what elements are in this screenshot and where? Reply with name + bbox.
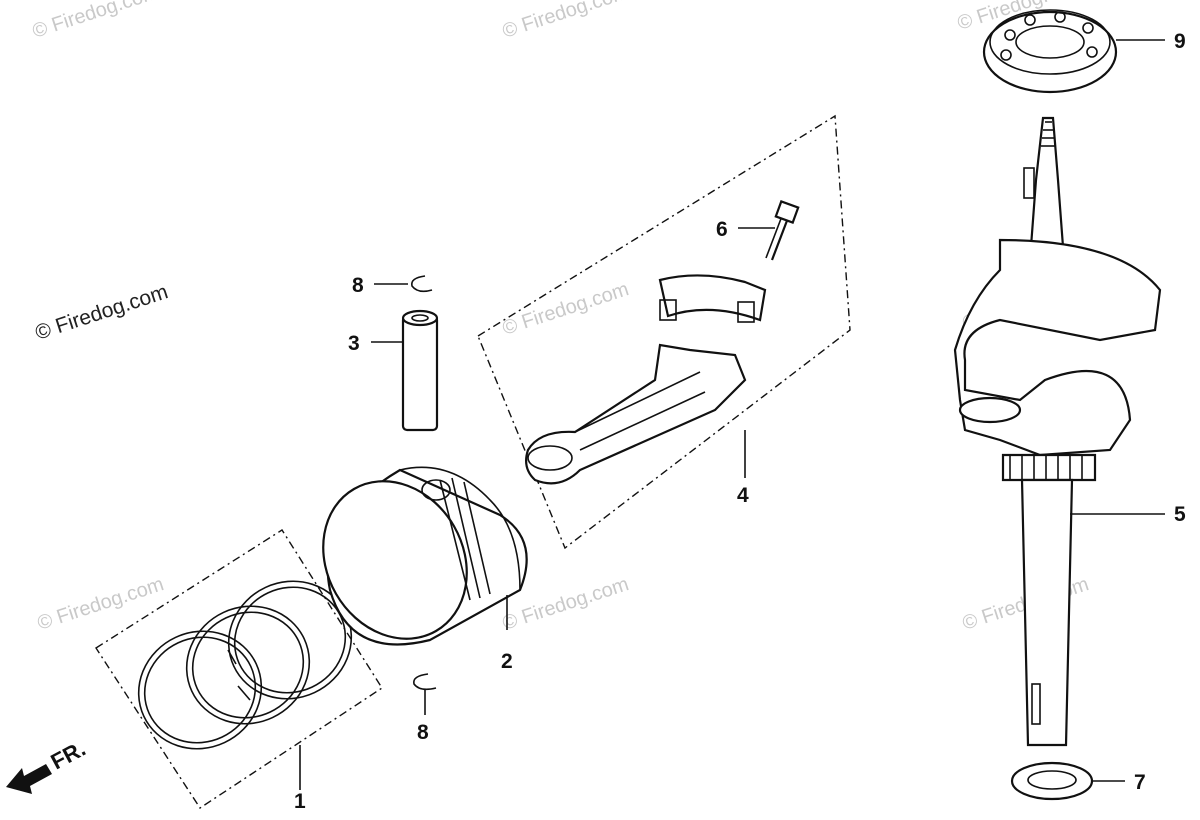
rod-bolt: [738, 199, 800, 261]
piston-pin-clip-bottom: [412, 673, 437, 715]
callout-1: 1: [294, 790, 306, 813]
bearing: [982, 9, 1165, 94]
piston-pin-clip-top: [374, 275, 433, 293]
piston-pin: [371, 309, 439, 432]
ring-set-outline: [95, 529, 383, 809]
front-direction-arrow: FR.: [6, 736, 90, 794]
watermark-top-left: © Firedog.com: [30, 0, 162, 43]
connecting-rod-set: [477, 114, 851, 550]
callout-3: 3: [348, 332, 360, 355]
watermark-bottom-left: © Firedog.com: [35, 573, 167, 635]
piston: [322, 466, 528, 646]
callout-6: 6: [716, 218, 728, 241]
watermark-main: © Firedog.com: [32, 280, 170, 345]
piston-ring-set: [95, 529, 383, 809]
callout-4: 4: [737, 484, 749, 507]
callout-5: 5: [1174, 503, 1186, 526]
callout-9: 9: [1174, 30, 1186, 53]
callout-7: 7: [1134, 771, 1146, 794]
callout-8-top: 8: [352, 274, 364, 297]
callout-8-bottom: 8: [417, 721, 429, 744]
watermark-group: © Firedog.com © Firedog.com © Firedog.co…: [30, 0, 1092, 635]
crankshaft: [953, 116, 1165, 747]
callout-2: 2: [501, 650, 513, 673]
direction-label: FR.: [47, 736, 90, 775]
washer: [1010, 761, 1125, 801]
rod-set-outline: [477, 114, 851, 550]
watermark-mid-center: © Firedog.com: [500, 278, 632, 340]
watermark-top-center: © Firedog.com: [500, 0, 632, 43]
